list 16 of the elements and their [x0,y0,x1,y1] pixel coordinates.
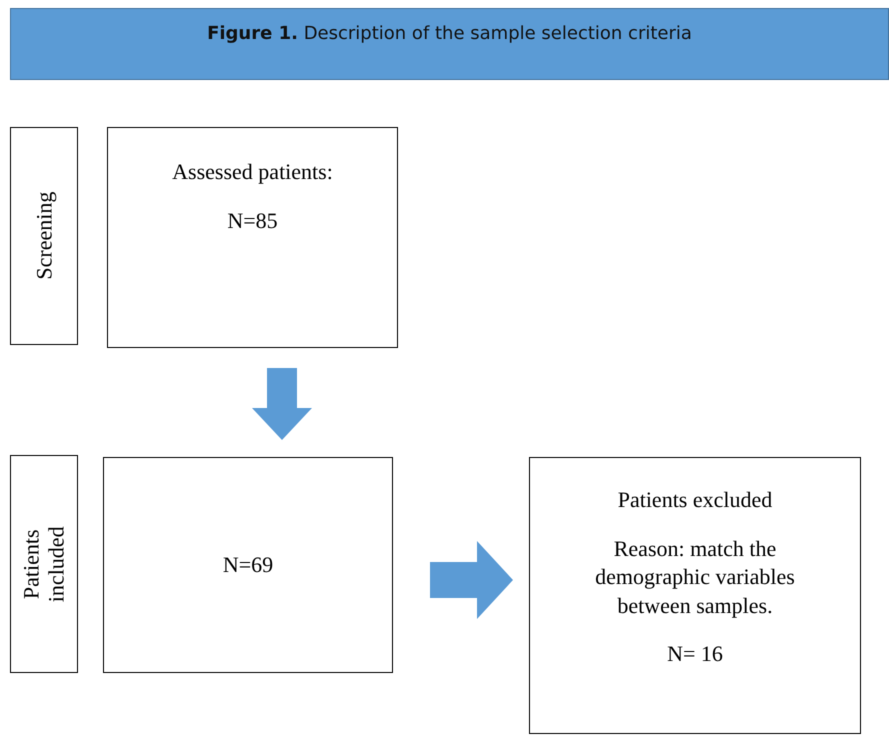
box-text: Assessed patients: [172,158,333,186]
block-arrow [430,541,513,619]
box-text: N= 16 [666,640,724,668]
box-text: Reason: match the demographic variables between samples. [594,534,796,620]
block-arrow [252,368,312,440]
stage-label: Screening [31,191,57,282]
stage-box [10,455,78,673]
process-box [107,127,398,348]
box-text: Patients excluded [616,486,774,514]
stage-label: Patients included [18,525,70,604]
process-box [103,457,393,673]
box-text: N=69 [222,550,274,579]
box-text: N=85 [227,206,278,235]
stage-box [10,127,78,345]
figure-title: Figure 1. Description of the sample selection criteria [207,23,692,46]
process-box [529,457,861,734]
